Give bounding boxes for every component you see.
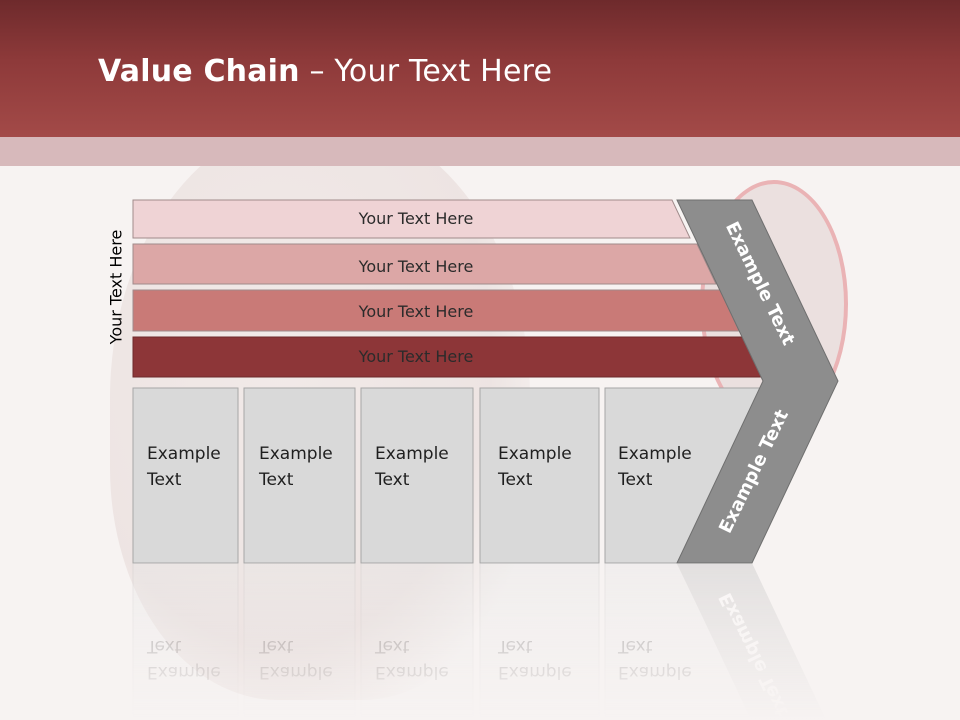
primary-box-label-3a: Example	[375, 444, 449, 464]
reflection-label-4b: Text	[497, 636, 533, 656]
chevron-shape[interactable]	[676, 199, 839, 564]
primary-box-label-3b: Text	[374, 470, 410, 490]
reflection-label-2a: Example	[259, 662, 333, 682]
support-bar-label-4: Your Text Here	[358, 347, 474, 366]
reflection-label-1b: Text	[146, 636, 182, 656]
support-bar-2[interactable]	[132, 243, 717, 285]
reflection-label-3b: Text	[374, 636, 410, 656]
header-stripe	[0, 137, 960, 166]
title-bold: Value Chain	[98, 54, 300, 89]
title-rest: – Your Text Here	[299, 54, 553, 89]
primary-box-label-5b: Text	[617, 470, 653, 490]
primary-box-label-4b: Text	[497, 470, 533, 490]
primary-box-label-2a: Example	[259, 444, 333, 464]
reflection-label-3a: Example	[375, 662, 449, 682]
slide-title: Value Chain – Your Text Here	[98, 54, 552, 89]
primary-box-label-4a: Example	[498, 444, 572, 464]
support-bars: Your Text Here Your Text Here Your Text …	[132, 199, 763, 378]
support-bar-1[interactable]	[132, 199, 691, 239]
primary-box-label-1a: Example	[147, 444, 221, 464]
support-bar-label-2: Your Text Here	[358, 257, 474, 276]
primary-box-4[interactable]	[479, 387, 600, 564]
reflection-label-1a: Example	[147, 662, 221, 682]
reflection-label-5a: Example	[618, 662, 692, 682]
primary-boxes: Example Text Example Text Example Text E…	[132, 387, 763, 564]
primary-box-label-2b: Text	[258, 470, 294, 490]
reflection-label-4a: Example	[498, 662, 572, 682]
reflection-label-2b: Text	[258, 636, 294, 656]
header-band	[0, 0, 960, 137]
primary-box-2[interactable]	[243, 387, 356, 564]
primary-box-1[interactable]	[132, 387, 239, 564]
primary-box-3[interactable]	[360, 387, 474, 564]
primary-box-label-5a: Example	[618, 444, 692, 464]
support-bar-label-3: Your Text Here	[358, 302, 474, 321]
support-bar-label-1: Your Text Here	[358, 209, 474, 228]
primary-box-label-1b: Text	[146, 470, 182, 490]
diagram-reflection: Example Text Example Text Example Text E…	[132, 562, 827, 720]
reflection-label-5b: Text	[617, 636, 653, 656]
